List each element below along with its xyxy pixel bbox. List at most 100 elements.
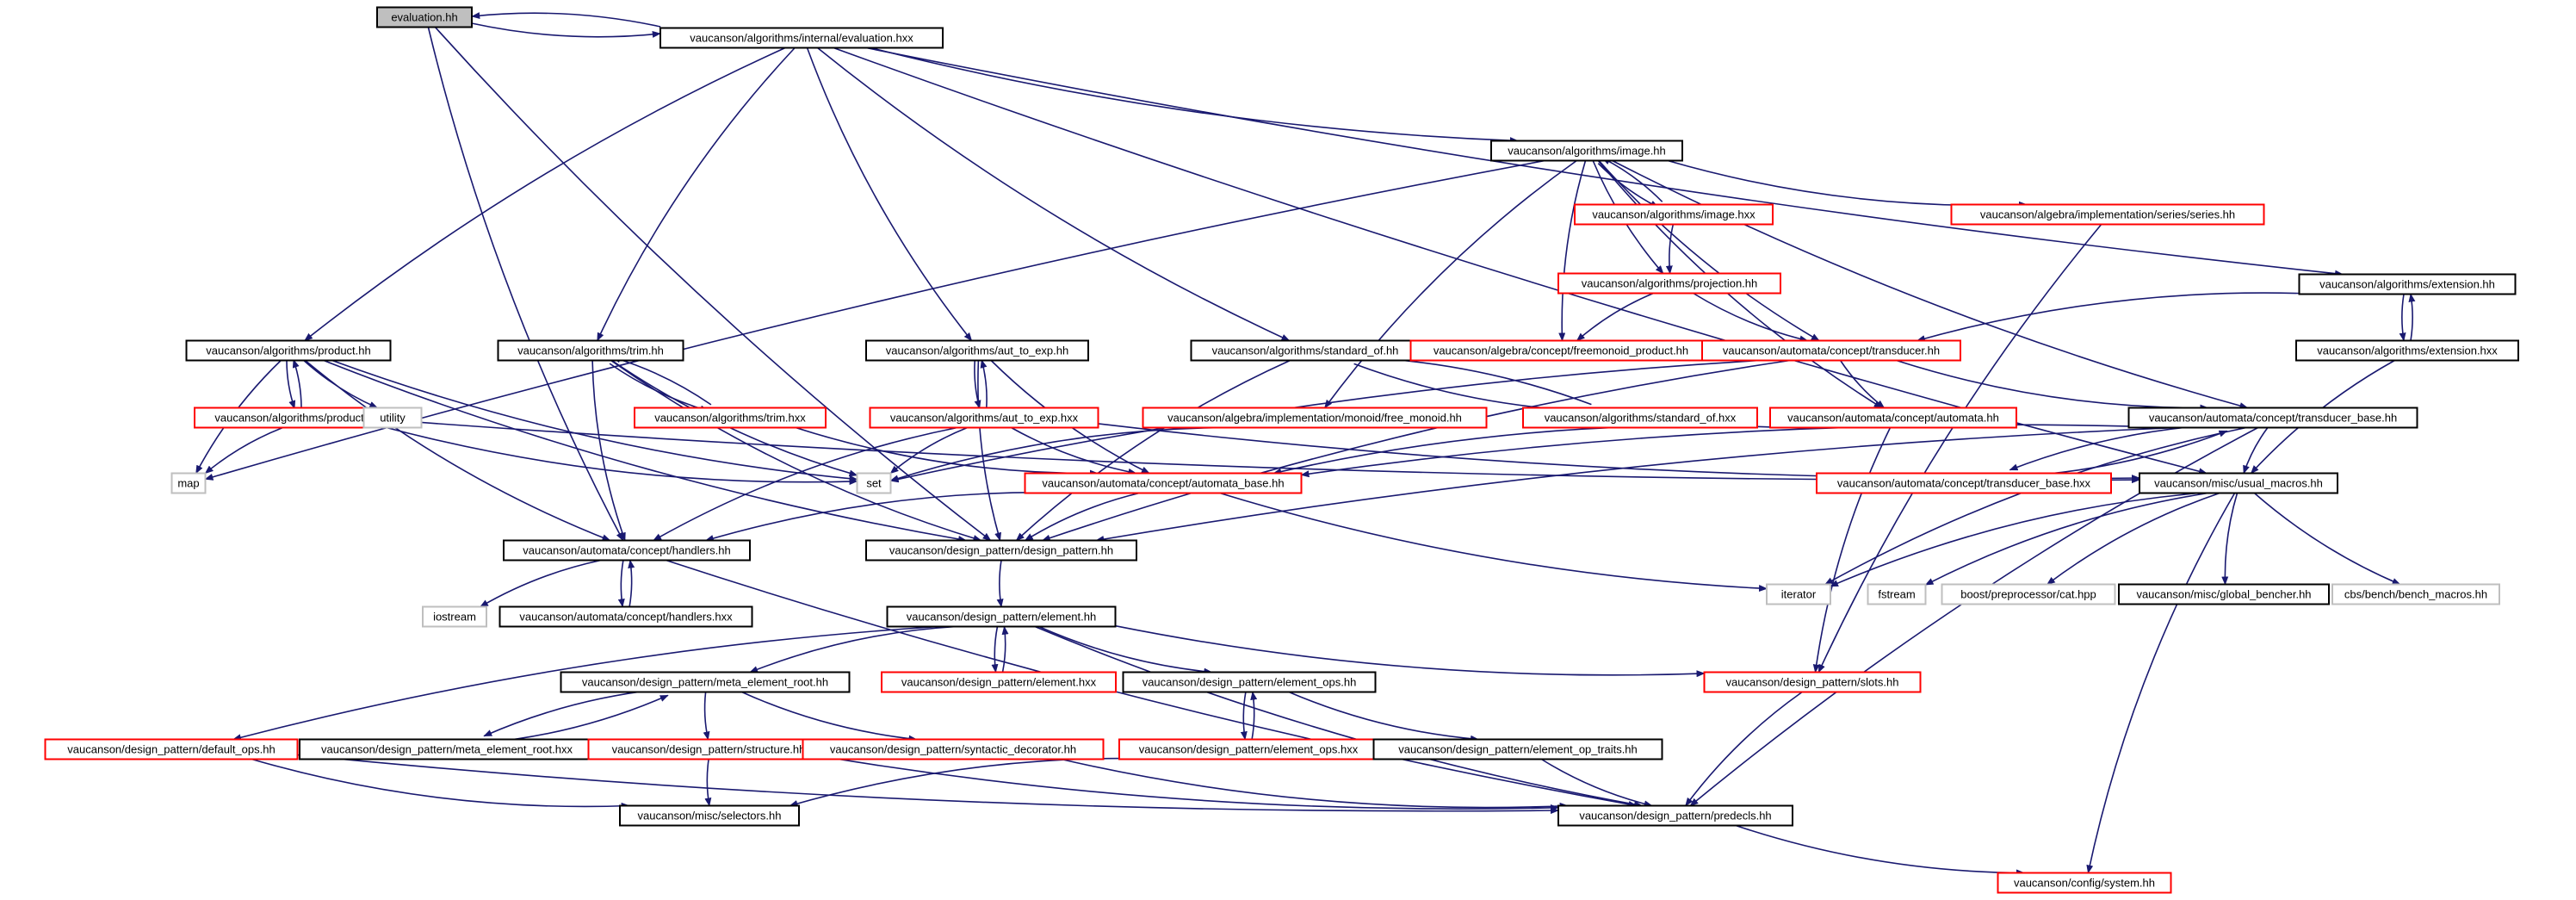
edge-image_hh-to-map	[204, 159, 1545, 481]
node-meta-element-root-hxx[interactable]: vaucanson/design_pattern/meta_element_ro…	[299, 738, 595, 760]
node-iterator: iterator	[1766, 583, 1831, 605]
node-automata-hh[interactable]: vaucanson/automata/concept/automata.hh	[1769, 407, 2017, 429]
node-transducer-base-hxx[interactable]: vaucanson/automata/concept/transducer_ba…	[1816, 472, 2112, 494]
node-freemonoid-product-hh[interactable]: vaucanson/algebra/concept/freemonoid_pro…	[1409, 339, 1712, 362]
node-handlers-hh[interactable]: vaucanson/automata/concept/handlers.hh	[503, 539, 751, 562]
node-trim-hxx[interactable]: vaucanson/algorithms/trim.hxx	[634, 407, 827, 429]
node-meta-element-root-hh[interactable]: vaucanson/design_pattern/meta_element_ro…	[560, 671, 851, 693]
edge-element_hh-to-element_ops_hh	[1038, 625, 1213, 675]
edge-extension_hxx-to-extension_hh	[2408, 293, 2416, 341]
node-box	[1950, 203, 2265, 226]
node-series-hh[interactable]: vaucanson/algebra/implementation/series/…	[1950, 203, 2265, 226]
node-box	[619, 804, 800, 827]
node-extension-hh[interactable]: vaucanson/algorithms/extension.hh	[2298, 273, 2517, 295]
node-box	[2298, 273, 2517, 295]
node-selectors-hh[interactable]: vaucanson/misc/selectors.hh	[619, 804, 800, 827]
node-label: vaucanson/algorithms/image.hxx	[1592, 208, 1756, 221]
node-system-hh[interactable]: vaucanson/config/system.hh	[1997, 872, 2172, 894]
node-transducer-hh[interactable]: vaucanson/automata/concept/transducer.hh	[1701, 339, 1961, 362]
node-design-pattern-hh[interactable]: vaucanson/design_pattern/design_pattern.…	[865, 539, 1137, 562]
node-predecls-hh[interactable]: vaucanson/design_pattern/predecls.hh	[1557, 804, 1793, 827]
edge-handlers_hh-to-iostream	[480, 559, 602, 608]
node-label: vaucanson/misc/selectors.hh	[638, 810, 782, 822]
node-label: vaucanson/algorithms/trim.hh	[517, 344, 664, 357]
node-label: vaucanson/design_pattern/slots.hh	[1726, 676, 1899, 689]
node-element-op-traits-hh[interactable]: vaucanson/design_pattern/element_op_trai…	[1372, 738, 1663, 760]
node-handlers-hxx[interactable]: vaucanson/automata/concept/handlers.hxx	[498, 605, 753, 628]
node-auttoexp-hxx[interactable]: vaucanson/algorithms/aut_to_exp.hxx	[869, 407, 1099, 429]
node-element-hxx[interactable]: vaucanson/design_pattern/element.hxx	[881, 671, 1117, 693]
edge-trim_hh-to-handlers_hh	[591, 360, 626, 542]
node-default-ops-hh[interactable]: vaucanson/design_pattern/default_ops.hh	[44, 738, 299, 760]
node-box	[634, 407, 827, 429]
node-extension-hxx[interactable]: vaucanson/algorithms/extension.hxx	[2295, 339, 2519, 362]
edge-element_ops_hh-to-element_op_traits_hh	[1288, 691, 1479, 742]
node-fstream: fstream	[1867, 583, 1927, 605]
node-box	[2295, 339, 2519, 362]
node-projection-hh[interactable]: vaucanson/algorithms/projection.hh	[1557, 272, 1781, 295]
node-label: vaucanson/automata/concept/automata.hh	[1787, 412, 1999, 425]
edge-auttoexp_hxx-to-usual_macros_hh	[1098, 423, 2140, 482]
edge-eval_hxx-to-auttoexp_hh	[806, 47, 973, 342]
node-map: map	[170, 472, 207, 494]
node-label: vaucanson/design_pattern/meta_element_ro…	[582, 676, 828, 689]
edge-trim_hxx-to-trim_hh	[611, 356, 712, 406]
node-iostream: iostream	[422, 605, 487, 628]
node-usual-macros-hh[interactable]: vaucanson/misc/usual_macros.hh	[2139, 472, 2338, 494]
node-trim-hh[interactable]: vaucanson/algorithms/trim.hh	[497, 339, 684, 362]
node-free-monoid-hh[interactable]: vaucanson/algebra/implementation/monoid/…	[1142, 407, 1488, 429]
edge-automata_base_hh-to-iterator	[1219, 492, 1768, 593]
edge-transducer_hh-to-design_pattern_hh	[1041, 359, 1791, 542]
node-transducer-base-hh[interactable]: vaucanson/automata/concept/transducer_ba…	[2127, 407, 2418, 429]
node-standardof-hxx[interactable]: vaucanson/algorithms/standard_of.hxx	[1522, 407, 1758, 429]
edge-syntactic_decorator_hh-to-predecls_hh	[1061, 758, 1569, 810]
edge-element_hh-to-meta_element_root_hh	[749, 625, 957, 673]
edge-eval_hxx-to-standardof_hh	[816, 47, 1291, 342]
node-label: map	[177, 477, 199, 490]
edge-design_pattern_hh-to-element_hh	[996, 560, 1004, 608]
node-eval-hh[interactable]: evaluation.hh	[376, 6, 473, 28]
node-box	[422, 605, 487, 628]
node-label: set	[866, 477, 882, 490]
edge-usual_macros_hh-to-iterator	[1830, 492, 2200, 587]
edge-eval_hh-to-handlers_hh	[427, 27, 624, 542]
node-image-hh[interactable]: vaucanson/algorithms/image.hh	[1490, 140, 1683, 162]
node-box	[1769, 407, 2017, 429]
node-label: iterator	[1781, 588, 1817, 601]
node-automata-base-hh[interactable]: vaucanson/automata/concept/automata_base…	[1024, 472, 1303, 494]
node-box	[1816, 472, 2112, 494]
node-box	[2139, 472, 2338, 494]
node-box	[2118, 583, 2330, 605]
edge-usual_macros_hh-to-global_bencher_hh	[2221, 493, 2239, 586]
node-structure-hh[interactable]: vaucanson/design_pattern/structure.hh	[587, 738, 830, 760]
node-bench-macros-hh: cbs/bench/bench_macros.hh	[2331, 583, 2500, 605]
node-slots-hh[interactable]: vaucanson/design_pattern/slots.hh	[1703, 671, 1922, 693]
node-box	[1574, 203, 1774, 226]
edge-usual_macros_hh-to-cat_hpp	[2047, 492, 2220, 586]
node-label: vaucanson/misc/global_bencher.hh	[2136, 588, 2311, 601]
node-product-hxx[interactable]: vaucanson/algorithms/product.hxx	[194, 407, 406, 429]
edge-auttoexp_hxx-to-automata_base_hh	[1011, 426, 1137, 475]
node-element-ops-hxx[interactable]: vaucanson/design_pattern/element_ops.hxx	[1118, 738, 1378, 760]
node-box	[1122, 671, 1377, 693]
node-label: vaucanson/automata/concept/automata_base…	[1042, 477, 1284, 490]
node-syntactic-decorator-hh[interactable]: vaucanson/design_pattern/syntactic_decor…	[802, 738, 1105, 760]
edge-slots_hh-to-predecls_hh	[1685, 691, 1803, 807]
node-auttoexp-hh[interactable]: vaucanson/algorithms/aut_to_exp.hh	[865, 339, 1089, 362]
node-label: vaucanson/automata/concept/handlers.hxx	[519, 611, 733, 624]
node-element-hh[interactable]: vaucanson/design_pattern/element.hh	[886, 605, 1117, 628]
node-image-hxx[interactable]: vaucanson/algorithms/image.hxx	[1574, 203, 1774, 226]
node-label: boost/preprocessor/cat.hpp	[1960, 588, 2096, 601]
node-eval-hxx[interactable]: vaucanson/algorithms/internal/evaluation…	[659, 27, 944, 49]
node-label: fstream	[1878, 588, 1915, 601]
node-product-hh[interactable]: vaucanson/algorithms/product.hh	[185, 339, 392, 362]
node-element-ops-hh[interactable]: vaucanson/design_pattern/element_ops.hh	[1122, 671, 1377, 693]
edge-transducer_base_hh-to-iterator	[1824, 426, 2247, 586]
node-label: vaucanson/algorithms/image.hh	[1508, 145, 1666, 158]
node-box	[185, 339, 392, 362]
node-box	[2331, 583, 2500, 605]
node-global-bencher-hh[interactable]: vaucanson/misc/global_bencher.hh	[2118, 583, 2330, 605]
node-standardof-hh[interactable]: vaucanson/algorithms/standard_of.hh	[1190, 339, 1421, 362]
edge-meta_element_root_hh-to-structure_hh	[703, 692, 710, 741]
node-label: vaucanson/automata/concept/transducer.hh	[1723, 344, 1940, 357]
